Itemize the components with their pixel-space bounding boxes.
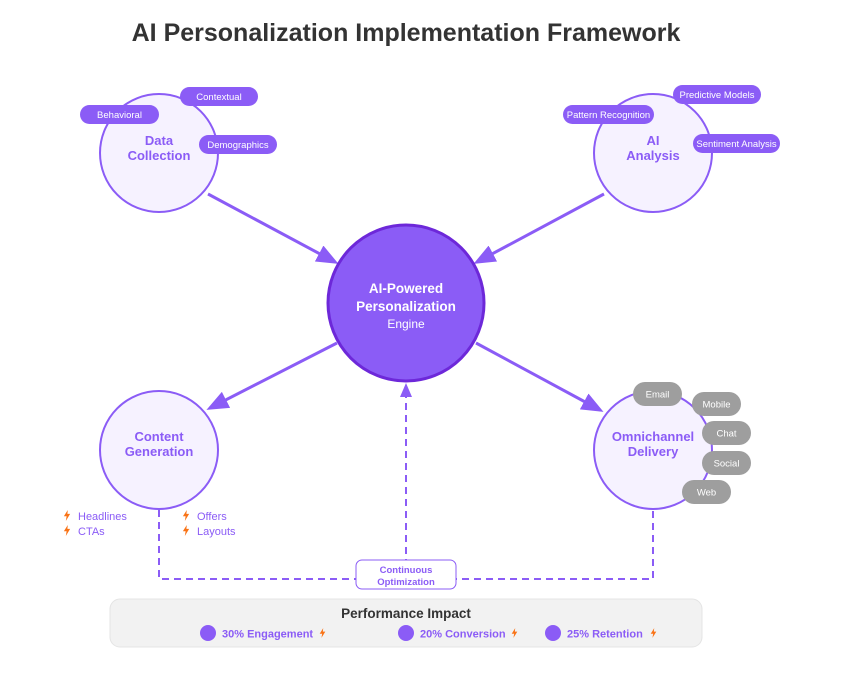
tag-behavioral: Behavioral [80,105,159,124]
page-title: AI Personalization Implementation Framew… [132,19,681,47]
continuous-optimization-box: Continuous Optimization [355,559,457,590]
metric-dot [398,625,414,641]
tag-pattern-recognition: Pattern Recognition [563,105,654,124]
metric-engagement-label: 30% Engagement [222,629,313,641]
optimization-arrowhead [400,383,412,397]
omnichannel-label-line1: Omnichannel [612,429,694,444]
personalization-engine-node: AI-Powered Personalization Engine [326,223,486,383]
metric-conversion-label: 20% Conversion [420,629,506,641]
tag-predictive-models-label: Predictive Models [680,90,755,101]
metric-engagement: 30% Engagement [200,625,326,641]
arrow-data-to-engine [207,192,339,264]
omnichannel-label-line2: Delivery [628,444,679,459]
channel-chat-label: Chat [716,429,736,440]
engine-label-line1: AI-Powered [369,281,443,296]
content-bullet-label: Layouts [197,526,236,538]
lightning-icon [63,510,71,521]
tag-sentiment-analysis: Sentiment Analysis [693,134,780,153]
tag-predictive-models: Predictive Models [673,85,761,104]
tag-behavioral-label: Behavioral [97,110,142,121]
channel-email-label: Email [646,390,670,401]
metric-retention: 25% Retention [545,625,657,641]
ai-analysis-label-line1: AI [647,133,660,148]
arrow-engine-to-delivery [475,341,604,412]
engine-label-line2: Personalization [356,299,456,314]
channel-chat: Chat [702,421,751,445]
lightning-icon [63,525,71,536]
data-collection-label-line2: Collection [128,148,191,163]
channel-mobile: Mobile [692,392,741,416]
ai-analysis-label-line2: Analysis [626,148,679,163]
content-generation-label-line2: Generation [125,444,194,459]
channel-email: Email [633,382,682,406]
arrow-engine-to-content [206,341,338,410]
performance-impact-panel: Performance Impact 30% Engagement 20% Co… [109,598,703,648]
content-bullet-headlines: Headlines [63,510,127,523]
metric-dot [545,625,561,641]
engine-label-line3: Engine [387,317,425,331]
data-collection-label-line1: Data [145,133,174,148]
content-bullet-layouts: Layouts [182,525,236,538]
optimization-label-line2: Optimization [377,577,435,588]
metric-dot [200,625,216,641]
performance-title: Performance Impact [341,606,471,621]
lightning-icon [182,510,190,521]
omnichannel-delivery-node: Omnichannel Delivery [593,390,713,510]
content-generation-node: Content Generation [99,390,219,510]
content-bullet-offers: Offers [182,510,227,523]
tag-contextual-label: Contextual [196,92,241,103]
content-bullet-label: CTAs [78,526,105,538]
channel-mobile-label: Mobile [703,400,731,411]
content-bullet-ctas: CTAs [63,525,105,538]
content-bullet-label: Headlines [78,511,127,523]
lightning-icon [182,525,190,536]
tag-demographics-label: Demographics [207,140,268,151]
channel-web-label: Web [697,488,716,499]
channel-social: Social [702,451,751,475]
metric-retention-label: 25% Retention [567,629,643,641]
tag-sentiment-analysis-label: Sentiment Analysis [696,139,777,150]
content-bullet-label: Offers [197,511,227,523]
tag-pattern-recognition-label: Pattern Recognition [567,110,650,121]
optimization-label-line1: Continuous [380,565,433,576]
arrow-analysis-to-engine [473,192,605,264]
channel-web: Web [682,480,731,504]
tag-contextual: Contextual [180,87,258,106]
tag-demographics: Demographics [199,135,277,154]
content-generation-label-line1: Content [134,429,184,444]
metric-conversion: 20% Conversion [398,625,518,641]
channel-social-label: Social [714,459,740,470]
